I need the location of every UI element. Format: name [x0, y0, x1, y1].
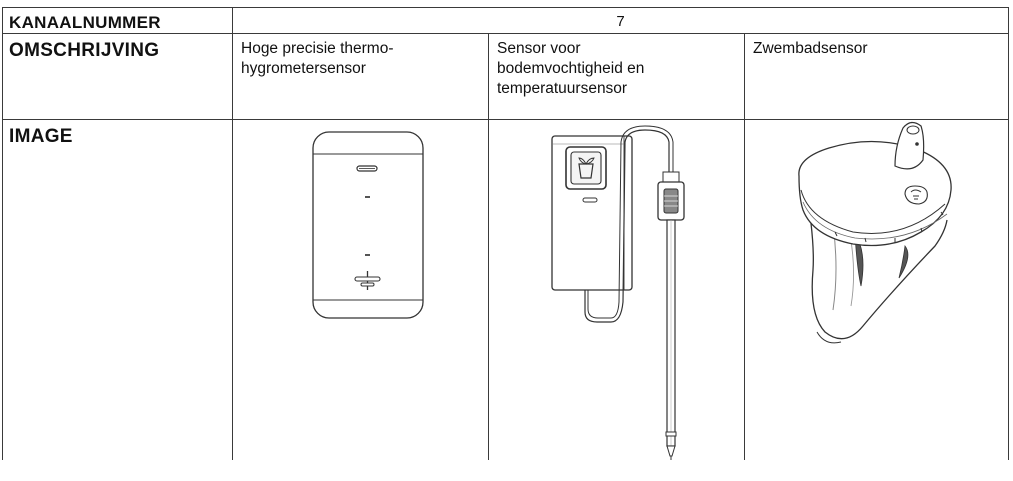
channel-row: KANAALNUMMER 7 — [2, 7, 1010, 34]
description-soil-sensor: Sensor voor bodemvochtigheid en temperat… — [488, 33, 745, 120]
description-row: OMSCHRIJVING Hoge precisie thermo- hygro… — [2, 33, 1010, 120]
sensor-spec-table: KANAALNUMMER 7 OMSCHRIJVING Hoge precisi… — [2, 7, 1010, 460]
description-text: Sensor voor bodemvochtigheid en temperat… — [497, 40, 645, 97]
channel-label: KANAALNUMMER — [2, 7, 233, 34]
description-pool-sensor: Zwembadsensor — [743, 33, 1010, 120]
description-label: OMSCHRIJVING — [2, 33, 233, 120]
image-thermo-hygrometer-cell — [232, 119, 489, 460]
description-text: Zwembadsensor — [753, 40, 868, 57]
channel-value: 7 — [231, 7, 1010, 34]
image-row: IMAGE — [2, 119, 1010, 460]
description-text: Hoge precisie thermo- hygrometersensor — [241, 40, 394, 77]
description-thermo-hygrometer: Hoge precisie thermo- hygrometersensor — [232, 33, 489, 120]
image-soil-sensor-cell — [488, 119, 745, 460]
thermo-hygrometer-sensor-icon — [312, 131, 424, 319]
image-label: IMAGE — [2, 119, 233, 460]
soil-moisture-sensor-icon — [551, 125, 685, 460]
pool-sensor-icon — [798, 121, 952, 344]
image-pool-sensor-cell — [743, 119, 1010, 460]
